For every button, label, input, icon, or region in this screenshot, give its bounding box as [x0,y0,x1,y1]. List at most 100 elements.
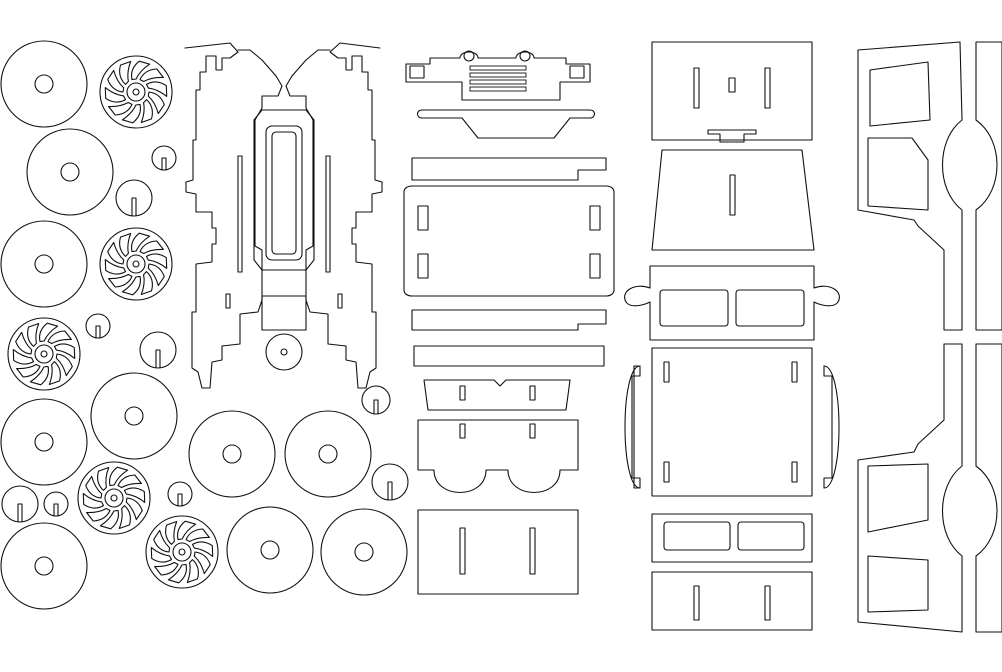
spoke-cutout [117,474,142,489]
clip-slot [95,325,101,339]
spoke-cutout [27,322,40,347]
spoke-cutout [99,509,119,530]
plain-wheel [284,410,372,498]
clip-slot [161,157,167,171]
spoke-cutout [108,273,133,288]
spoke-cutout [186,559,199,584]
spoke-cutout [140,99,153,124]
spoke-cutout [119,232,132,257]
spoke-cutout [85,475,103,499]
spoke-cutout [131,60,151,81]
axle-hole [110,494,118,502]
spoke-cutout [147,91,165,115]
plain-wheel [188,410,276,498]
spoke-cutout [145,81,168,97]
axle-clip [43,491,69,517]
spoke-cutout [153,529,171,553]
plain-wheel [90,372,178,460]
cab-panels [624,41,840,631]
chassis-frame [184,42,383,389]
side-panels [857,41,1002,633]
axle-hole [34,254,54,274]
axle-hole [318,444,338,464]
axle-clip [1,485,39,523]
spoke-cutout [154,561,179,576]
spoke-cutout [48,361,61,386]
hub [126,254,146,274]
spoked-wheel [99,227,173,301]
spoke-cutout [86,507,111,522]
bumper-grille [405,50,596,139]
spoke-cutout [121,275,141,296]
spoke-cutout [39,322,59,343]
axle-hole [34,74,54,94]
plain-wheel [0,220,88,308]
spoke-cutout [16,363,41,378]
spoked-wheel [77,461,151,535]
spoke-cutout [119,60,132,85]
hub [34,344,54,364]
base-plates [403,157,615,367]
spoke-cutout [47,330,72,345]
spoke-cutout [131,232,151,253]
spoke-cutout [121,103,141,124]
axle-clip [167,481,193,507]
axle-hole [34,556,54,576]
spoke-cutout [191,541,214,557]
plain-wheel [0,40,88,128]
axle-hole [222,444,242,464]
axle-clip [151,145,177,171]
spoke-cutout [53,343,76,359]
spoke-cutout [104,259,127,275]
hub [126,82,146,102]
plain-wheel [26,128,114,216]
axle-clip [139,331,177,369]
spoke-cutout [118,505,131,530]
spoke-cutout [177,520,197,541]
axle-clip [361,385,391,415]
clip-slot [373,399,379,415]
axle-hole [34,432,54,452]
axle-hole [60,162,80,182]
spoke-cutout [82,493,105,509]
axle-hole [132,260,140,268]
spoke-cutout [167,563,187,584]
plain-wheel [0,522,88,610]
spoke-cutout [104,87,127,103]
clip-slot [387,481,393,501]
spoke-cutout [109,466,129,487]
axle-clip [85,313,111,339]
spoke-cutout [55,353,73,377]
spoked-wheel [7,317,81,391]
spoke-cutout [150,547,173,563]
spoke-cutout [139,68,164,83]
spoke-cutout [97,466,110,491]
spoke-cutout [139,240,164,255]
spoke-cutout [140,271,153,296]
wheel-parts-group [0,40,409,610]
spoke-cutout [147,263,165,287]
spoke-cutout [29,365,49,386]
axle-hole [132,88,140,96]
spoke-cutout [125,497,143,521]
spoked-wheel [99,55,173,129]
spoke-cutout [123,487,146,503]
axle-hole [260,540,280,560]
axle-hole [40,350,48,358]
clip-slot [17,503,23,523]
axle-hole [124,406,144,426]
hub [104,488,124,508]
spoke-cutout [145,253,168,269]
axle-hole [354,542,374,562]
spoke-cutout [193,551,211,575]
spoked-wheel [145,515,219,589]
plain-wheel [0,398,88,486]
spoke-cutout [165,520,178,545]
spoke-cutout [185,528,210,543]
spoke-cutout [15,331,33,355]
axle-hole [178,548,186,556]
plain-wheel [226,506,314,594]
hub [172,542,192,562]
